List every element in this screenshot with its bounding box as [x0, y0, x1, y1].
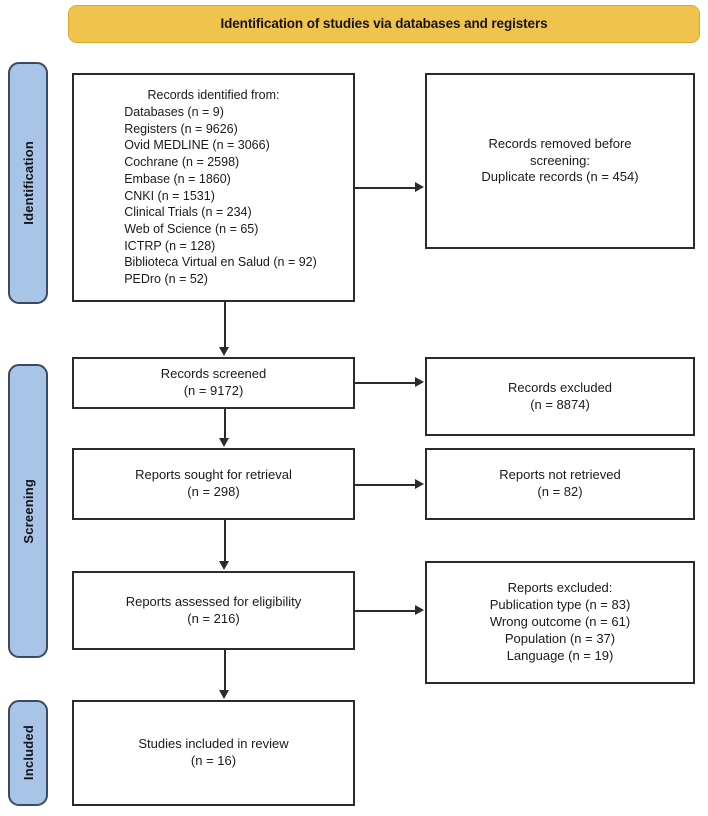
- box-reports-assessed-text: Reports assessed for eligibility (n = 21…: [125, 593, 302, 626]
- box-reports-sought-text: Reports sought for retrieval (n = 298): [135, 467, 292, 499]
- arrowhead-right-icon: [415, 377, 424, 387]
- box-records-identified-sources: Databases (n = 9) Registers (n = 9626) O…: [124, 105, 317, 286]
- arrowhead-down-icon: [219, 690, 229, 699]
- connector-identified-to-removed: [355, 187, 416, 189]
- box-reports-assessed-for-eligibility: Reports assessed for eligibility (n = 21…: [72, 571, 355, 650]
- stage-label-identification-text: Identification: [20, 141, 36, 225]
- arrowhead-right-icon: [415, 605, 424, 615]
- stage-label-screening-text: Screening: [20, 478, 36, 544]
- box-records-screened: Records screened (n = 9172): [72, 357, 355, 409]
- box-records-identified-body: Records identified from: Databases (n = 9…: [104, 87, 323, 287]
- box-records-excluded-text: Records excluded (n = 8874): [507, 379, 613, 412]
- box-studies-included-text: Studies included in review (n = 16): [138, 736, 289, 768]
- connector-assessed-to-included: [224, 650, 226, 691]
- box-records-identified-heading: Records identified from:: [147, 88, 280, 103]
- page-title: Identification of studies via databases …: [220, 15, 548, 31]
- box-studies-included-in-review: Studies included in review (n = 16): [72, 700, 355, 806]
- connector-identified-to-screened: [224, 302, 226, 348]
- connector-sought-to-not-retrieved: [355, 484, 416, 486]
- connector-screened-to-excluded: [355, 382, 416, 384]
- stage-label-screening: Screening: [8, 364, 48, 658]
- connector-sought-to-assessed: [224, 520, 226, 562]
- box-records-identified: Records identified from: Databases (n = 9…: [72, 73, 355, 302]
- box-records-excluded: Records excluded (n = 8874): [425, 357, 695, 436]
- box-reports-sought-for-retrieval: Reports sought for retrieval (n = 298): [72, 448, 355, 520]
- box-records-screened-text: Records screened (n = 9172): [160, 366, 267, 398]
- box-records-removed-text: Records removed before screening: Duplic…: [481, 135, 639, 185]
- arrowhead-down-icon: [219, 561, 229, 570]
- stage-label-included: Included: [8, 700, 48, 806]
- box-reports-not-retrieved-text: Reports not retrieved (n = 82): [499, 467, 621, 499]
- connector-assessed-to-reports-excluded: [355, 610, 416, 612]
- diagram-header-banner: Identification of studies via databases …: [68, 5, 700, 43]
- stage-label-identification: Identification: [8, 62, 48, 304]
- box-reports-not-retrieved: Reports not retrieved (n = 82): [425, 448, 695, 520]
- stage-label-included-text: Included: [20, 725, 36, 781]
- box-reports-excluded-text: Reports excluded: Publication type (n = …: [489, 580, 631, 663]
- connector-screened-to-sought: [224, 409, 226, 439]
- arrowhead-down-icon: [219, 347, 229, 356]
- arrowhead-right-icon: [415, 479, 424, 489]
- arrowhead-down-icon: [219, 438, 229, 447]
- box-records-removed-before-screening: Records removed before screening: Duplic…: [425, 73, 695, 249]
- arrowhead-right-icon: [415, 182, 424, 192]
- box-reports-excluded: Reports excluded: Publication type (n = …: [425, 561, 695, 684]
